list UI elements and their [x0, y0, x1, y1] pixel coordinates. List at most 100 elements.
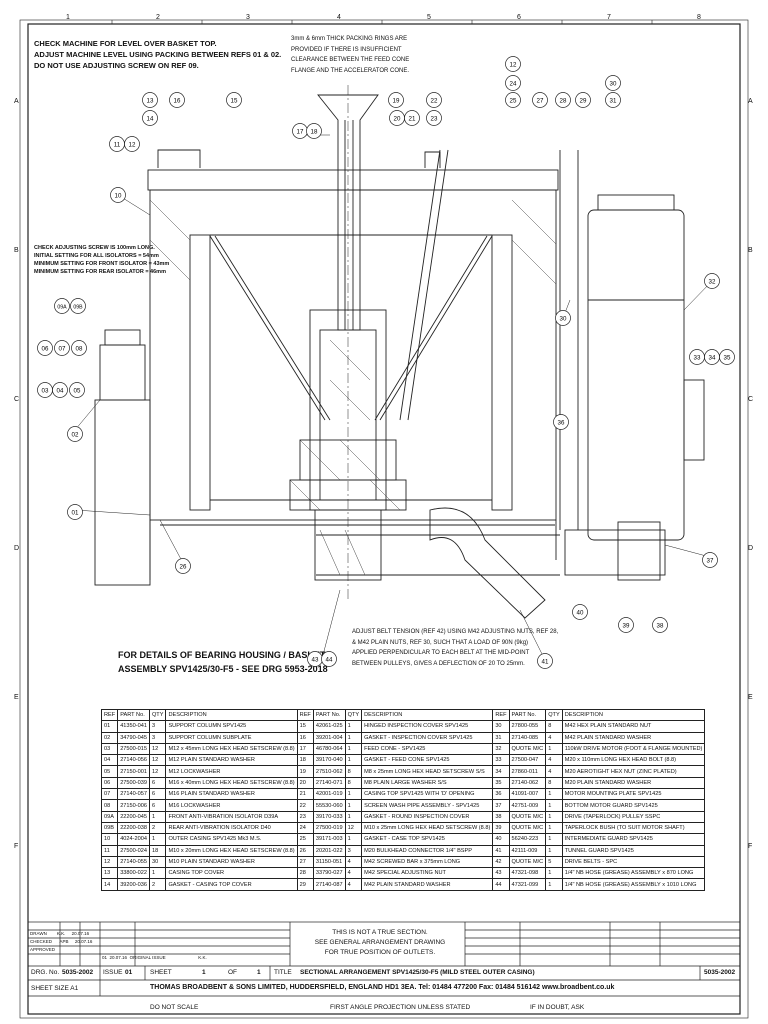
balloon-16: 16 [169, 92, 185, 108]
cell-ref: 10 [100, 833, 119, 846]
balloon-label: 28 [560, 97, 567, 104]
grid-col-5: 5 [427, 14, 431, 21]
balloon-label: 44 [326, 656, 333, 663]
company-line: THOMAS BROADBENT & SONS LIMITED, HUDDERS… [150, 984, 615, 991]
parts-list-table: REF PART No. QTY DESCRIPTION REF PART No… [100, 708, 706, 891]
cell-ref: 33 [492, 754, 510, 767]
balloon-label: 21 [409, 115, 416, 122]
balloon-01: 01 [67, 504, 83, 520]
if-in-doubt: IF IN DOUBT, ASK [530, 1004, 585, 1011]
drg-no-right: 5035-2002 [704, 969, 736, 976]
balloon-label: 43 [312, 656, 319, 663]
grid-col-1: 1 [66, 14, 70, 21]
grid-row-c-right: C [748, 396, 754, 403]
balloon-30: 30 [605, 75, 621, 91]
note-level: CHECK MACHINE FOR LEVEL OVER BASKET TOP.… [34, 39, 282, 70]
balloon-14: 14 [142, 110, 158, 126]
balloon-23: 23 [426, 110, 442, 126]
balloon-label: 12 [129, 141, 136, 148]
grid-row-b: B [14, 247, 19, 254]
balloon-12: 12 [124, 136, 140, 152]
grid-row-f-right: F [748, 843, 753, 850]
issue-value: 01 [125, 969, 133, 976]
grid-row-a: A [14, 98, 19, 105]
grid-row-e-right: E [748, 694, 753, 701]
grid-col-8: 8 [697, 14, 701, 21]
balloon-label: 31 [610, 97, 617, 104]
balloon-label: 11 [114, 141, 121, 148]
balloon-28: 28 [555, 92, 571, 108]
balloon-label: 29 [580, 97, 587, 104]
balloon-32: 32 [704, 273, 720, 289]
cell-ref: 07 [100, 788, 119, 801]
cell-ref: 34 [492, 765, 510, 778]
balloon-label: 15 [231, 97, 238, 104]
cell-part-no: 27140-087 [312, 878, 346, 891]
balloon-label: 24 [510, 80, 517, 87]
note-adjusting: CHECK ADJUSTING SCREW IS 100mm LONG.INIT… [34, 245, 170, 275]
cell-ref: 14 [100, 878, 119, 891]
cell-ref: 16 [296, 731, 314, 744]
cell-ref: 44 [492, 878, 510, 891]
balloon-44: 44 [321, 651, 337, 667]
balloon-13: 13 [142, 92, 158, 108]
cell-ref: 17 [296, 742, 314, 756]
balloon-17: 17 [292, 123, 308, 139]
balloon-label: 07 [59, 345, 66, 352]
balloon-27: 27 [532, 92, 548, 108]
balloon-31: 31 [605, 92, 621, 108]
balloon-label: 12 [510, 61, 517, 68]
cell-ref: 30 [492, 720, 510, 733]
grid-col-6: 6 [517, 14, 521, 21]
grid-col-4: 4 [337, 14, 341, 21]
cell-ref: 26 [296, 844, 314, 857]
balloon-label: 26 [180, 563, 187, 570]
note-belt: ADJUST BELT TENSION (REF 42) USING M42 A… [352, 629, 559, 667]
balloon-39: 39 [618, 617, 634, 633]
balloon-label: 30 [610, 80, 617, 87]
balloon-35: 35 [719, 349, 735, 365]
balloon-18: 18 [306, 123, 322, 139]
grid-row-d: D [14, 545, 20, 552]
balloon-24: 24 [505, 75, 521, 91]
of-label: OF [228, 969, 238, 976]
balloon-40: 40 [572, 604, 588, 620]
cell-ref: 42 [492, 855, 510, 869]
balloon-label: 33 [694, 354, 701, 361]
of-value: 1 [257, 969, 261, 976]
balloon-08: 08 [71, 340, 87, 356]
balloon-label: 01 [72, 509, 79, 516]
balloon-26: 26 [175, 558, 191, 574]
drg-no-label: DRG. No. [31, 969, 60, 976]
balloon-38: 38 [652, 617, 668, 633]
issue-label: ISSUE [103, 969, 123, 976]
balloon-label: 04 [57, 387, 64, 394]
balloon-09a: 09A [54, 298, 70, 314]
balloon-label: 39 [623, 622, 630, 629]
balloon-label: 16 [174, 97, 181, 104]
balloon-19: 19 [388, 92, 404, 108]
cell-part-no: 39200-036 [117, 878, 150, 891]
balloon-label: 19 [393, 97, 400, 104]
cell-ref: 08 [100, 799, 119, 812]
balloon-36: 36 [553, 414, 569, 430]
balloon-05: 05 [69, 382, 85, 398]
balloon-04: 04 [52, 382, 68, 398]
projection-note: FIRST ANGLE PROJECTION UNLESS STATED [330, 1004, 471, 1011]
sheet-value: 1 [202, 969, 206, 976]
balloon-label: 37 [707, 557, 714, 564]
basket-wall-right [491, 234, 513, 511]
balloon-label: 13 [147, 97, 154, 104]
balloon-22: 22 [426, 92, 442, 108]
sheet-label: SHEET [150, 969, 172, 976]
basket-wall-left [189, 234, 211, 511]
cell-ref: 32 [492, 742, 510, 756]
